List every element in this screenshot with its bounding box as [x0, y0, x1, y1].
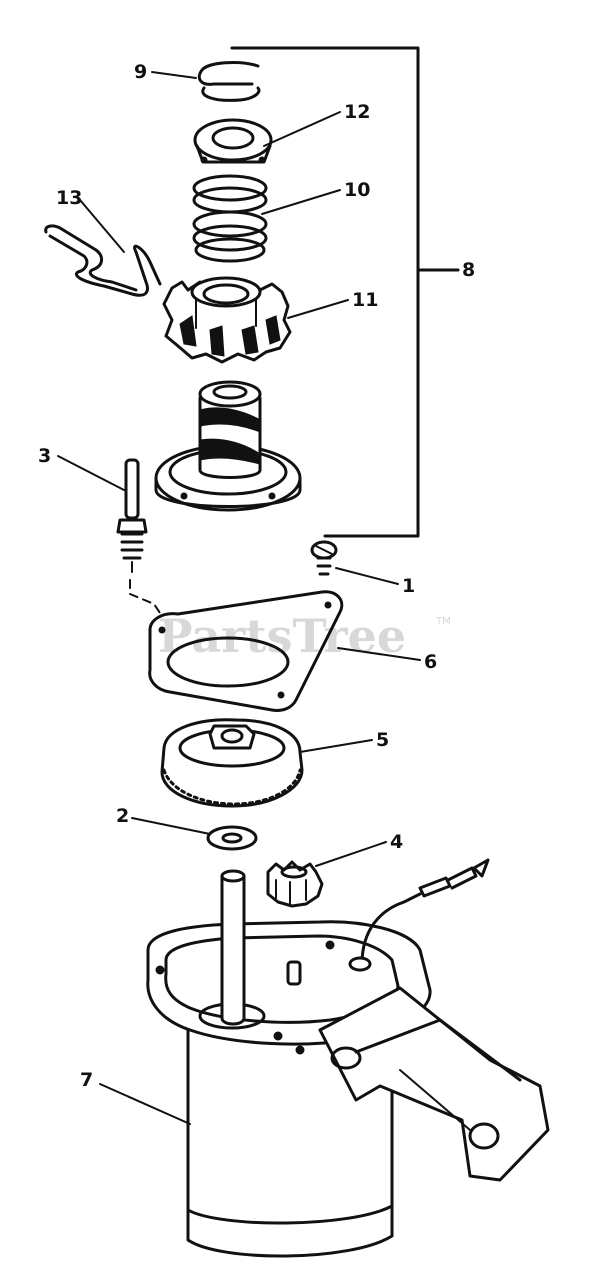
- callout-13: 13: [56, 187, 82, 209]
- part-12-spring-cup: [193, 118, 273, 164]
- callout-12: 12: [344, 101, 370, 123]
- part-5-drive-gear: [160, 718, 304, 808]
- part-8-helix-drive: [154, 380, 302, 512]
- wire-terminal: [418, 858, 490, 898]
- leader-lines: [57, 71, 421, 1125]
- part-2-washer: [206, 825, 258, 851]
- part-7-motor-housing: [146, 892, 550, 1258]
- part-11-pinion-gear: [162, 276, 292, 364]
- callout-2: 2: [116, 805, 129, 827]
- part-10-spring: [192, 174, 268, 263]
- callout-11: 11: [352, 289, 378, 311]
- assembly-bracket: [230, 46, 460, 538]
- watermark: PartsTree: [158, 609, 406, 663]
- callout-9: 9: [134, 61, 147, 83]
- part-9-retaining-clip: [197, 61, 261, 102]
- callout-3: 3: [38, 445, 51, 467]
- armature-shaft: [220, 869, 246, 1026]
- part-6-plate: [148, 590, 344, 712]
- callout-8: 8: [462, 259, 475, 281]
- callout-10: 10: [344, 179, 370, 201]
- watermark-trademark: TM: [435, 616, 451, 627]
- callout-1: 1: [402, 575, 415, 597]
- part-3-stud: [116, 458, 148, 573]
- assembly-centerline: [129, 579, 163, 617]
- part-13-wire-clip: [44, 224, 162, 297]
- callout-6: 6: [424, 651, 437, 673]
- callout-4: 4: [390, 831, 403, 853]
- callout-7: 7: [80, 1069, 93, 1091]
- callout-5: 5: [376, 729, 389, 751]
- part-4-small-pinion: [266, 860, 324, 908]
- part-1-screw: [310, 540, 338, 576]
